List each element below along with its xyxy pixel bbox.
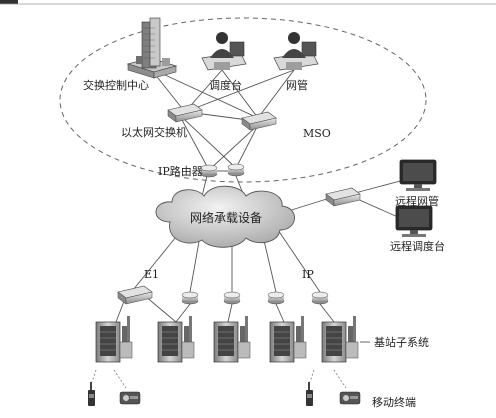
vehicle-radio-icon	[339, 391, 361, 405]
mso-boundary	[59, 17, 427, 183]
switching-center-label: 交换控制中心	[83, 79, 149, 92]
remote-management-monitor-icon	[399, 159, 437, 191]
mobile-terminal-label: 移动终端	[372, 396, 416, 409]
network-mgmt-label: 网管	[286, 79, 308, 92]
bearer-network-cloud	[155, 185, 295, 248]
remote-dispatch-label: 远程调度台	[390, 240, 445, 253]
remote-mgmt-label: 远程网管	[395, 195, 439, 208]
handheld-radio-icon	[306, 382, 313, 406]
access-router-icon	[311, 291, 329, 305]
base-station-subsystem-label: 基站子系统	[374, 336, 429, 349]
radio-link-dashes	[91, 369, 347, 389]
access-router-icon	[267, 291, 285, 305]
handheld-radio-icon	[88, 382, 95, 406]
remote-ethernet-switch-icon	[325, 187, 361, 207]
ethernet-switch-icon	[167, 103, 203, 123]
dispatch-console-label: 调度台	[209, 79, 242, 92]
base-station-cabinet-icon	[213, 316, 251, 363]
base-station-cabinet-icon	[95, 316, 133, 363]
mso-label: MSO	[303, 127, 331, 140]
access-router-icon	[223, 291, 241, 305]
dispatch-console-operator-icon	[201, 32, 247, 71]
ethernet-switch-label: 以太网交换机	[121, 126, 187, 139]
ip-label: IP	[302, 268, 314, 281]
base-station-cabinet-icon	[269, 316, 307, 363]
connection-lines	[115, 67, 405, 343]
vehicle-radio-icon	[119, 391, 141, 405]
base-station-cabinet-icon	[321, 316, 359, 363]
ip-router-icon	[200, 164, 218, 178]
access-router-icon	[181, 291, 199, 305]
ethernet-switch-icon	[241, 111, 277, 131]
remote-dispatch-monitor-icon	[395, 205, 433, 237]
e1-label: E1	[144, 268, 160, 281]
base-station-cabinet-icon	[157, 316, 195, 363]
header-mark	[0, 0, 18, 4]
e1-switch-icon	[117, 285, 153, 305]
ip-router-label: IP路由器	[158, 165, 203, 178]
ip-router-icon	[227, 163, 245, 177]
switching-center-building-icon	[126, 17, 178, 79]
bearer-network-label: 网络承载设备	[190, 211, 263, 225]
network-management-operator-icon	[273, 32, 319, 71]
